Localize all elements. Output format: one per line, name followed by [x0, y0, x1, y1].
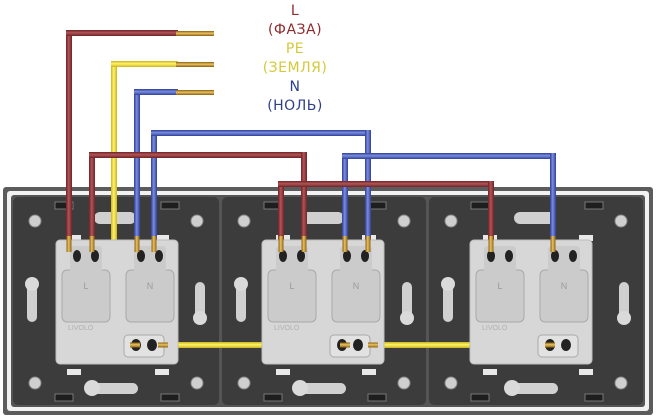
wire-phase-jumper-2-3: [278, 181, 494, 248]
wire-tip: [550, 236, 556, 252]
screw-hole-icon: [614, 214, 628, 228]
terminal-label: L: [497, 281, 502, 291]
brand-label: LIVOLO: [482, 325, 508, 332]
wire-earth-feed: [111, 61, 214, 347]
terminal-block-phase: L: [61, 246, 111, 323]
wire-tip: [66, 236, 72, 252]
legend-neutral-code: N: [289, 79, 301, 95]
wire-legend: L (ФАЗА) PE (ЗЕМЛЯ) N (НОЛЬ): [230, 2, 360, 116]
legend-phase-code: L: [290, 3, 300, 19]
wire-tip: [89, 236, 95, 252]
screw-hole-icon: [397, 376, 411, 390]
terminal-block-neutral: N: [125, 246, 175, 323]
wire-tip: [278, 236, 284, 252]
wire-tip: [151, 236, 157, 252]
terminal-label: N: [353, 281, 360, 291]
terminal-block-neutral: N: [331, 246, 381, 323]
screw-hole-icon: [28, 376, 42, 390]
legend-neutral-name: (НОЛЬ): [267, 98, 323, 114]
wire-tip: [342, 236, 348, 252]
wire-tip: [301, 236, 307, 252]
terminal-label: L: [83, 281, 88, 291]
plate-detail-1: [25, 201, 207, 402]
terminal-block-phase: L: [475, 246, 525, 323]
wire-tip: [340, 342, 350, 348]
screw-hole-icon: [190, 214, 204, 228]
wire-tip: [134, 236, 140, 252]
terminal-block-phase: L: [267, 246, 317, 323]
terminal-label: N: [561, 281, 568, 291]
socket-3: L N LIVOLO: [469, 239, 593, 365]
wire-tip: [368, 342, 378, 348]
wire-tip: [545, 342, 555, 348]
legend-phase-name: (ФАЗА): [267, 22, 323, 38]
screw-hole-icon: [444, 376, 458, 390]
screw-hole-icon: [237, 214, 251, 228]
screw-hole-icon: [28, 214, 42, 228]
screw-hole-icon: [614, 376, 628, 390]
terminal-label: N: [147, 281, 154, 291]
wire-tip: [130, 342, 140, 348]
wire-tip: [488, 236, 494, 252]
legend-earth-name: (ЗЕМЛЯ): [262, 60, 328, 76]
terminal-label: L: [289, 281, 294, 291]
screw-hole-icon: [397, 214, 411, 228]
wire-neutral-feed: [134, 89, 214, 248]
wire-tip: [365, 236, 371, 252]
plate-detail-3: [441, 201, 631, 402]
terminal-block-neutral: N: [539, 246, 589, 323]
legend-earth-code: PE: [285, 41, 305, 57]
screw-hole-icon: [237, 376, 251, 390]
wire-neutral-jumper-2-3: [342, 153, 556, 248]
screw-hole-icon: [190, 376, 204, 390]
socket-2: L N LIVOLO: [261, 239, 385, 365]
wire-phase-jumper-1-2: [89, 152, 307, 248]
brand-label: LIVOLO: [274, 325, 300, 332]
socket-1: L N LIVOLO: [55, 239, 179, 365]
wire-neutral-jumper-1-2: [151, 130, 371, 248]
brand-label: LIVOLO: [68, 325, 94, 332]
screw-hole-icon: [444, 214, 458, 228]
wire-phase-feed: [66, 30, 214, 248]
wire-tip: [158, 342, 168, 348]
